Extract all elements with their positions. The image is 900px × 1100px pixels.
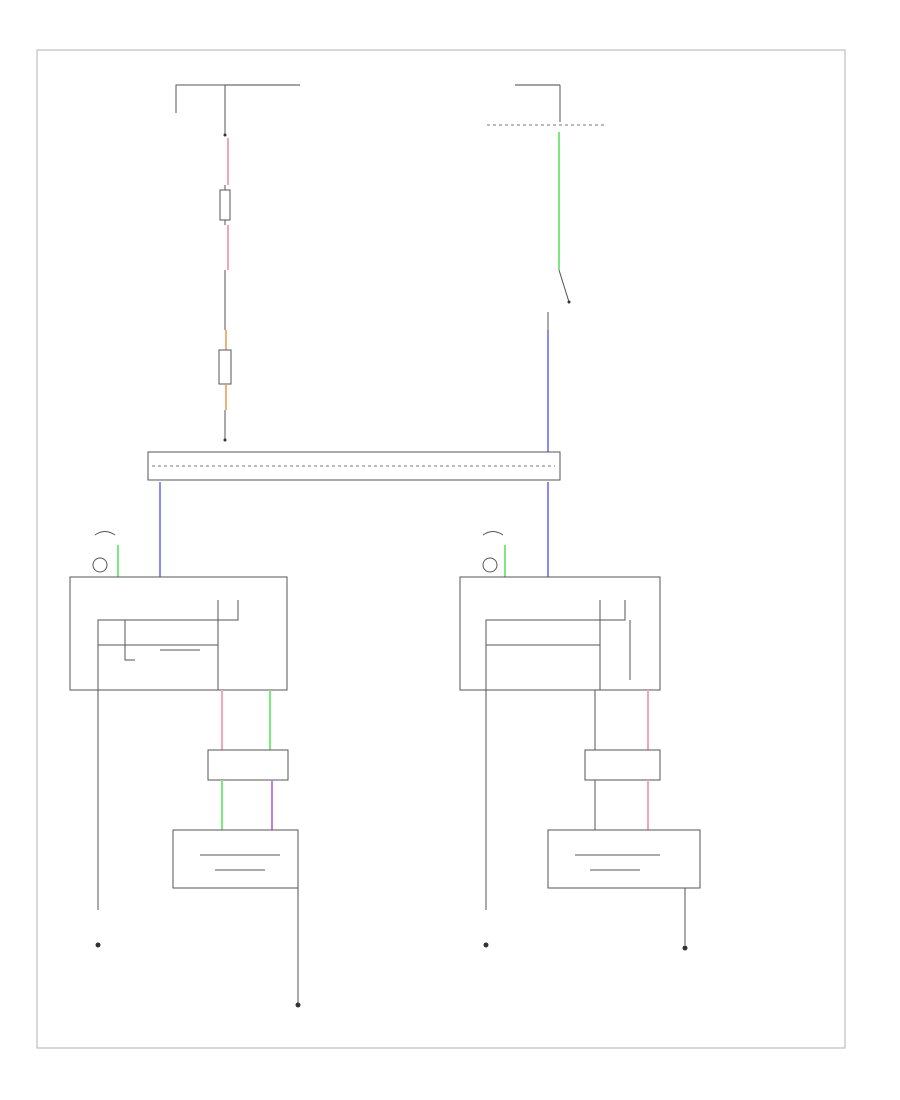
top-right-feed <box>487 84 605 452</box>
right-heater-unit <box>459 482 701 951</box>
top-left-feed <box>175 84 300 442</box>
left-seat-switch <box>172 829 299 889</box>
right-mid-connector <box>584 749 661 781</box>
relay-contact <box>567 300 571 304</box>
top-left-connector-box <box>219 189 231 221</box>
diagram-frame <box>36 49 846 1049</box>
right-sensor <box>482 557 498 573</box>
joint-connector <box>147 451 561 481</box>
right-ground-point <box>483 942 489 948</box>
left-heater-control-box <box>69 576 288 691</box>
right-seat-switch <box>547 829 701 889</box>
right-bottom-ground-point <box>682 945 688 951</box>
center-ground-point <box>295 1002 301 1008</box>
left-mid-connector <box>207 749 289 781</box>
connector-dot <box>223 438 227 442</box>
left-sensor <box>92 557 108 573</box>
left-ground-point <box>95 942 101 948</box>
right-heater-control-box <box>459 576 661 691</box>
left-heater-unit <box>69 482 301 1008</box>
connector-dot <box>223 133 227 137</box>
top-left-joint-box <box>218 349 232 385</box>
joint-connector-box <box>147 451 561 481</box>
